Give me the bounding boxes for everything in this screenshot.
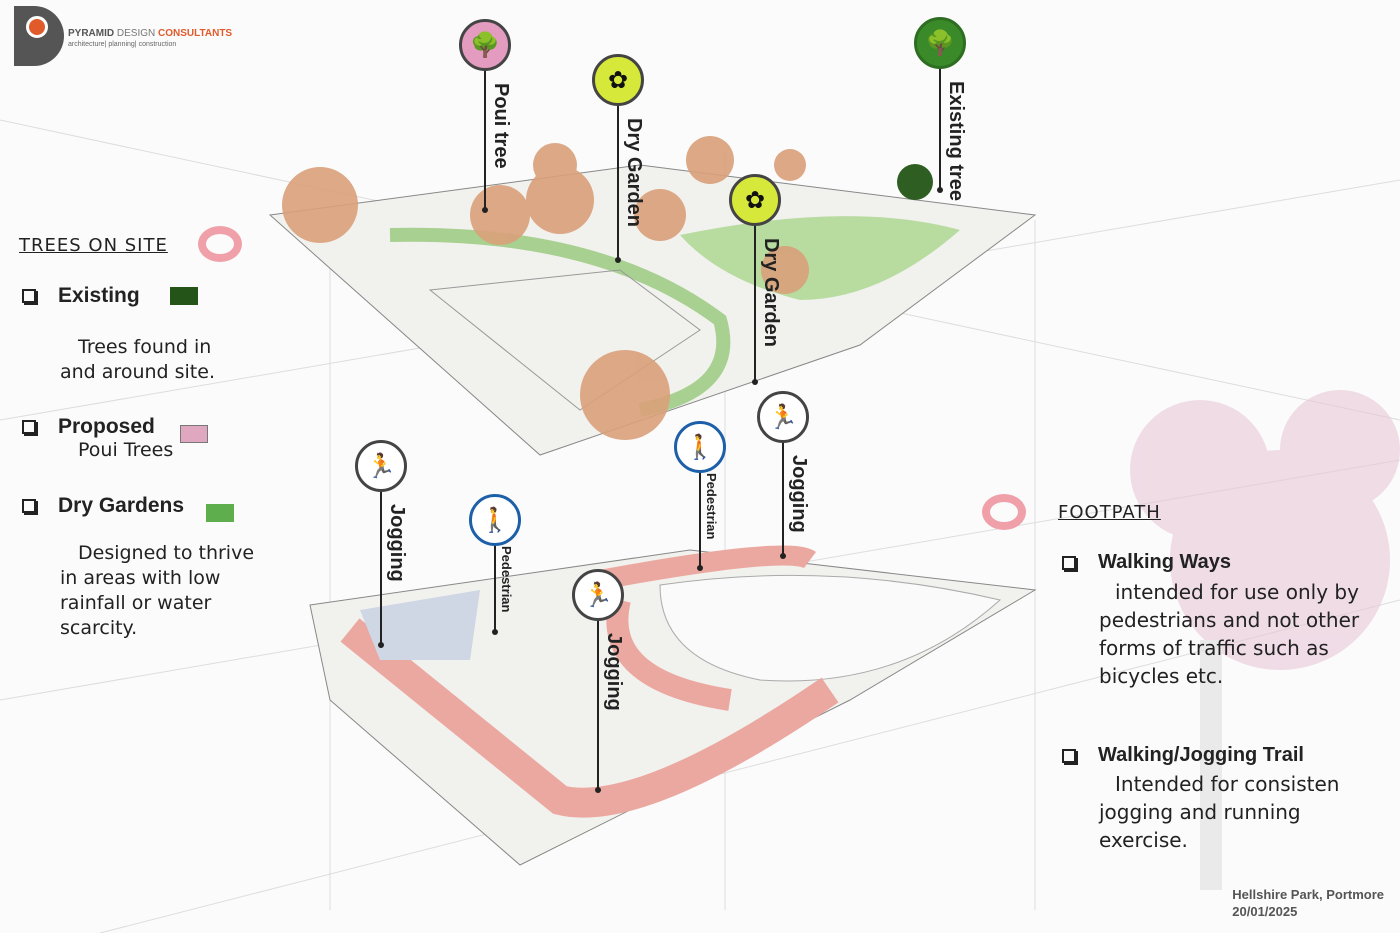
bullet-box-icon bbox=[22, 420, 36, 434]
marker-label: Dry Garden bbox=[760, 238, 782, 347]
leader-line bbox=[782, 417, 784, 556]
bullet-box-icon bbox=[22, 499, 36, 513]
marker-label: Pedestrian bbox=[499, 546, 514, 613]
walking-ways-desc: intended for use only by pedestrians and… bbox=[1099, 580, 1360, 688]
leader-dot bbox=[697, 565, 703, 571]
logo bbox=[14, 6, 64, 66]
footpath-heading: FOOTPATH bbox=[1058, 502, 1161, 523]
marker-label: Poui tree bbox=[490, 83, 512, 169]
leader-line bbox=[617, 80, 619, 260]
existing-swatch bbox=[169, 287, 198, 305]
dry-garden-icon: ✿ bbox=[729, 174, 781, 226]
legend-walking-ways: Walking Ways bbox=[1062, 551, 1231, 574]
bullet-box-icon bbox=[1062, 555, 1076, 570]
footer: Hellshire Park, Portmore 20/01/2025 bbox=[1232, 886, 1384, 920]
legend-proposed: Proposed bbox=[22, 411, 208, 443]
legend-dry-gardens: Dry Gardens bbox=[22, 490, 235, 522]
date: 20/01/2025 bbox=[1232, 904, 1298, 919]
leader-dot bbox=[378, 642, 384, 648]
marker-label: Existing tree bbox=[945, 81, 967, 202]
marker-label: Jogging bbox=[603, 633, 625, 711]
proposed-desc: Poui Trees bbox=[78, 439, 174, 461]
tree-icon: 🌳 bbox=[459, 19, 511, 71]
marker-label: Dry Garden bbox=[623, 118, 645, 227]
legend-existing: Existing bbox=[22, 284, 198, 308]
trees-heading: TREES ON SITE bbox=[19, 235, 168, 256]
blossom-tree bbox=[1130, 390, 1400, 890]
jogging-trail-desc: Intended for consisten jogging and runni… bbox=[1099, 772, 1340, 852]
runner-icon: 🏃 bbox=[757, 391, 809, 443]
leader-dot bbox=[482, 207, 488, 213]
leader-line bbox=[754, 200, 756, 382]
existing-tree bbox=[897, 164, 933, 200]
lower-site-plan bbox=[309, 545, 1037, 866]
leader-dot bbox=[595, 787, 601, 793]
pink-ring-marker bbox=[198, 226, 242, 262]
bullet-box-icon bbox=[22, 289, 36, 303]
leader-dot bbox=[615, 257, 621, 263]
leader-dot bbox=[780, 553, 786, 559]
leader-line bbox=[484, 45, 486, 210]
leader-dot bbox=[492, 629, 498, 635]
pedestrian-icon: 🚶 bbox=[469, 494, 521, 546]
company-tagline: architecture| planning| construction bbox=[68, 41, 177, 48]
bullet-box-icon bbox=[1062, 748, 1076, 763]
existing-desc: Trees found in and around site. bbox=[60, 336, 215, 383]
leader-line bbox=[380, 466, 382, 645]
location: Hellshire Park, Portmore bbox=[1232, 887, 1384, 902]
runner-icon: 🏃 bbox=[572, 569, 624, 621]
tree-icon: 🌳 bbox=[914, 17, 966, 69]
marker-label: Pedestrian bbox=[704, 473, 719, 540]
leader-line bbox=[699, 447, 701, 568]
runner-icon: 🏃 bbox=[355, 440, 407, 492]
company-name: PYRAMID DESIGN CONSULTANTS bbox=[68, 28, 233, 39]
leader-dot bbox=[937, 187, 943, 193]
upper-site-plan bbox=[268, 164, 1037, 456]
leader-line bbox=[939, 43, 941, 190]
dry-garden-icon: ✿ bbox=[592, 54, 644, 106]
pink-ring-marker bbox=[982, 494, 1026, 530]
proposed-swatch bbox=[179, 425, 208, 443]
leader-line bbox=[597, 595, 599, 790]
leader-line bbox=[494, 520, 496, 632]
legend-jogging-trail: Walking/Jogging Trail bbox=[1062, 744, 1304, 767]
leader-dot bbox=[752, 379, 758, 385]
dry-garden-swatch bbox=[206, 504, 235, 522]
marker-label: Jogging bbox=[386, 504, 408, 582]
dry-gardens-desc: Designed to thrive in areas with low rai… bbox=[60, 542, 255, 639]
pedestrian-icon: 🚶 bbox=[674, 421, 726, 473]
marker-label: Jogging bbox=[788, 455, 810, 533]
